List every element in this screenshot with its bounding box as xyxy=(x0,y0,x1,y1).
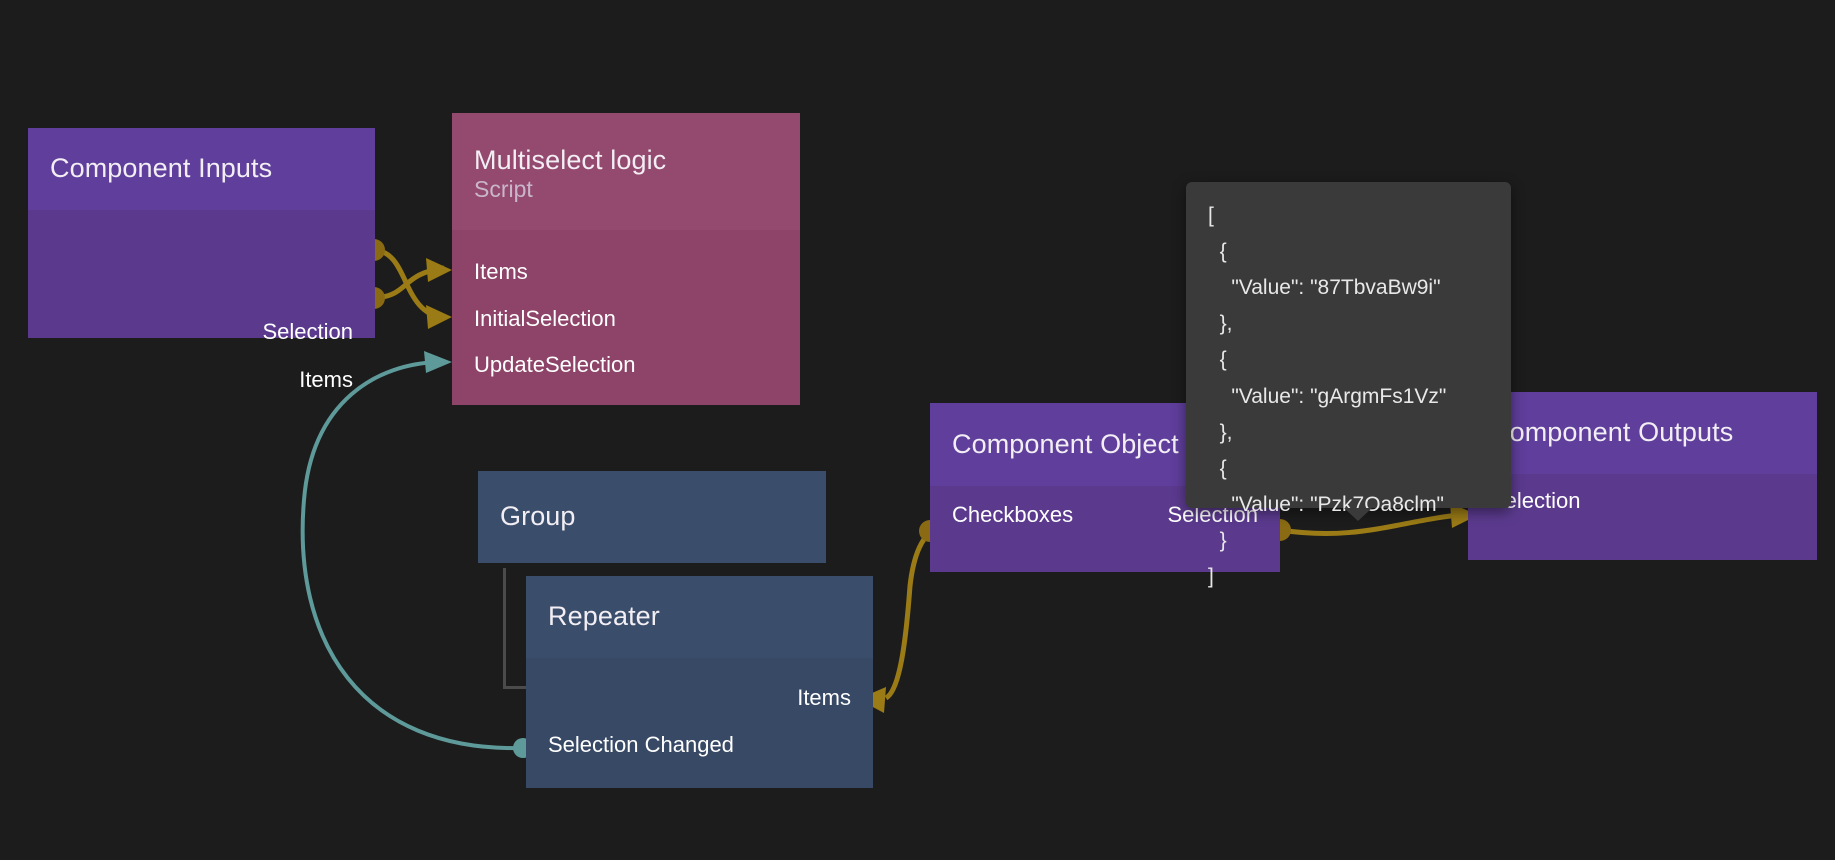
node-component-inputs-title: Component Inputs xyxy=(50,153,273,184)
node-multiselect-logic-header[interactable]: Multiselect logic Script xyxy=(452,113,800,230)
port-row-object-checkboxes[interactable]: Checkboxes Selection xyxy=(930,500,1280,530)
node-multiselect-logic-subtitle: Script xyxy=(474,175,533,202)
port-row-repeater-selection-changed[interactable]: Selection Changed xyxy=(526,730,873,760)
node-repeater[interactable]: Repeater Items Selection Changed xyxy=(526,576,873,788)
port-row-repeater-items[interactable]: Items xyxy=(526,683,873,713)
port-row-inputs-selection[interactable]: Selection xyxy=(28,317,375,347)
node-component-outputs-header[interactable]: Component Outputs xyxy=(1468,392,1817,474)
node-group-title: Group xyxy=(500,501,576,532)
port-row-multiselect-updateselection[interactable]: UpdateSelection xyxy=(452,350,800,380)
port-label-object-selection: Selection xyxy=(1167,502,1258,527)
node-multiselect-logic[interactable]: Multiselect logic Script Items InitialSe… xyxy=(452,113,800,405)
value-tooltip-pointer xyxy=(1344,508,1372,521)
node-component-inputs[interactable]: Component Inputs Selection Items xyxy=(28,128,375,391)
port-row-multiselect-initialselection[interactable]: InitialSelection xyxy=(452,304,800,334)
port-label-multiselect-updateselection: UpdateSelection xyxy=(474,352,636,377)
port-label-object-checkboxes: Checkboxes xyxy=(952,502,1074,527)
wire-repeateritems-to-checkboxes xyxy=(884,530,932,701)
node-repeater-header[interactable]: Repeater xyxy=(526,576,873,658)
node-group-header[interactable]: Group xyxy=(478,471,826,563)
port-label-multiselect-initialselection: InitialSelection xyxy=(474,306,616,331)
node-component-object-title: Component Object xyxy=(952,428,1179,459)
arrowhead-multiselect-initialselection xyxy=(426,305,452,329)
node-group[interactable]: Group xyxy=(478,471,826,563)
node-component-outputs-title: Component Outputs xyxy=(1490,417,1734,448)
port-row-outputs-selection[interactable]: Selection xyxy=(1468,486,1817,516)
node-component-inputs-body[interactable]: Selection Items xyxy=(28,210,375,391)
port-label-inputs-items: Items xyxy=(299,367,353,392)
port-label-outputs-selection: Selection xyxy=(1490,488,1581,513)
port-label-repeater-selection-changed: Selection Changed xyxy=(548,732,734,757)
port-row-multiselect-items[interactable]: Items xyxy=(452,257,800,287)
node-component-outputs-body[interactable]: Selection xyxy=(1468,474,1817,560)
port-label-inputs-selection: Selection xyxy=(262,319,353,344)
arrowhead-multiselect-updateselection xyxy=(424,351,452,373)
node-component-inputs-header[interactable]: Component Inputs xyxy=(28,128,375,210)
value-tooltip-json: [ { "Value": "87TbvaBw9i" }, { "Value": … xyxy=(1208,204,1447,589)
node-repeater-body[interactable]: Items Selection Changed xyxy=(526,658,873,788)
port-label-repeater-items: Items xyxy=(797,685,851,710)
port-label-multiselect-items: Items xyxy=(474,259,528,284)
node-multiselect-logic-title: Multiselect logic xyxy=(474,144,667,175)
arrowhead-multiselect-items xyxy=(426,258,452,282)
node-repeater-title: Repeater xyxy=(548,601,660,632)
wire-selection-to-initialselection xyxy=(373,247,445,321)
port-row-inputs-items[interactable]: Items xyxy=(28,365,375,395)
node-component-outputs[interactable]: Component Outputs Selection xyxy=(1468,392,1817,560)
node-multiselect-logic-body[interactable]: Items InitialSelection UpdateSelection xyxy=(452,230,800,405)
value-tooltip: [ { "Value": "87TbvaBw9i" }, { "Value": … xyxy=(1186,182,1511,588)
wire-items-to-items xyxy=(373,265,445,301)
